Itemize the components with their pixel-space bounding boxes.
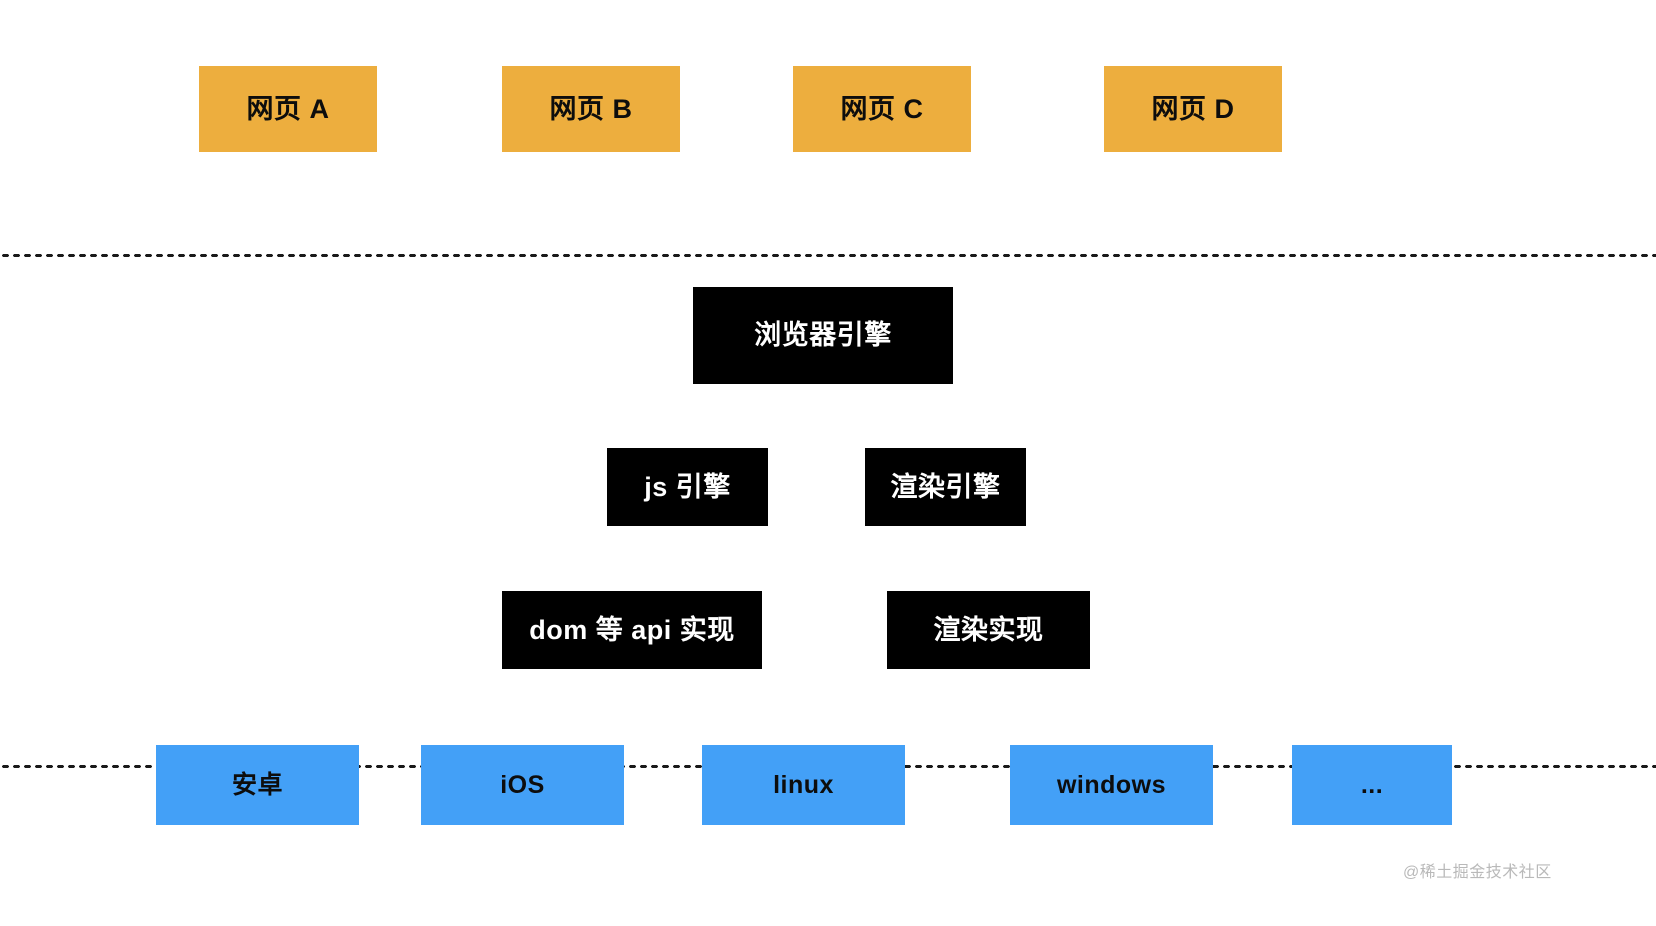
os-box-2[interactable]: iOS	[421, 745, 624, 825]
web-page-box-1[interactable]: 网页 A	[199, 66, 377, 152]
os-box-4[interactable]: windows	[1010, 745, 1213, 825]
os-box-3[interactable]: linux	[702, 745, 905, 825]
engine-box-2[interactable]: js 引擎	[607, 448, 768, 526]
engine-box-4[interactable]: dom 等 api 实现	[502, 591, 762, 669]
web-page-box-3[interactable]: 网页 C	[793, 66, 971, 152]
watermark: @稀土掘金技术社区	[1403, 864, 1552, 881]
engine-box-1[interactable]: 浏览器引擎	[693, 287, 953, 384]
web-page-box-4[interactable]: 网页 D	[1104, 66, 1282, 152]
engine-box-5[interactable]: 渲染实现	[887, 591, 1090, 669]
divider-web-engine	[0, 253, 1656, 258]
web-page-box-2[interactable]: 网页 B	[502, 66, 680, 152]
os-box-5[interactable]: ...	[1292, 745, 1452, 825]
os-box-1[interactable]: 安卓	[156, 745, 359, 825]
engine-box-3[interactable]: 渲染引擎	[865, 448, 1026, 526]
